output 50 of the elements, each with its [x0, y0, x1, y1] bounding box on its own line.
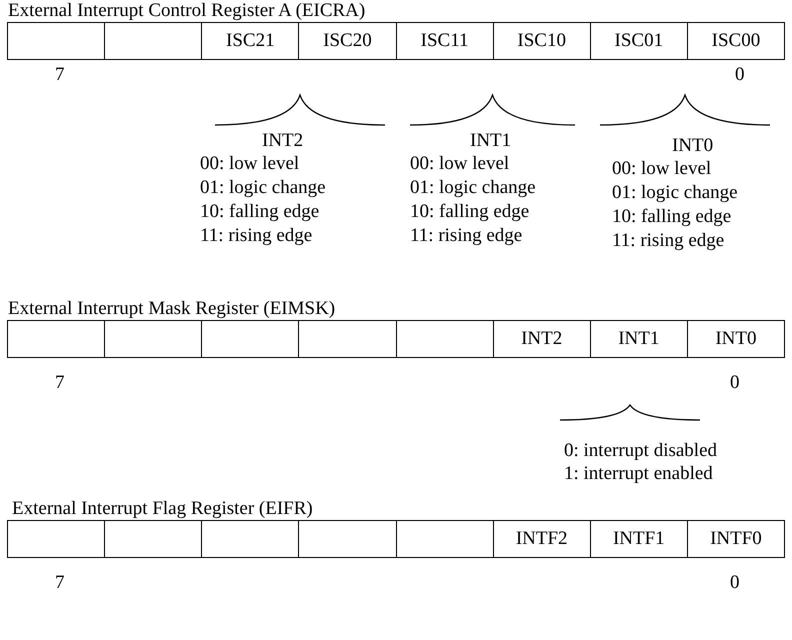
empty-bit-field [396, 520, 494, 558]
bit-number: 7 [55, 372, 64, 394]
bit-field: INT2 [492, 320, 591, 358]
field-heading: INT0 [672, 135, 714, 157]
bit-field: ISC10 [492, 22, 591, 60]
empty-bit-field [7, 22, 106, 60]
value-note: 00: low level [200, 153, 300, 175]
value-note: 10: falling edge [410, 201, 530, 223]
value-note: 01: logic change [200, 177, 326, 199]
register-title: External Interrupt Control Register A (EICRA) [8, 1, 366, 21]
bit-field: INT0 [686, 320, 785, 358]
bit-number: 7 [55, 64, 64, 86]
value-note: 00: low level [410, 153, 510, 175]
empty-bit-field [396, 320, 494, 358]
register-title: External Interrupt Mask Register (EIMSK) [8, 299, 336, 319]
value-note: 0: interrupt disabled [564, 440, 718, 462]
bit-field: INTF2 [492, 520, 591, 558]
bit-field: INTF0 [686, 520, 785, 558]
bit-number: 0 [730, 372, 740, 394]
bit-number: 7 [55, 572, 64, 594]
empty-bit-field [298, 520, 396, 558]
value-note: 1: interrupt enabled [564, 463, 713, 485]
empty-bit-field [201, 320, 300, 358]
empty-bit-field [104, 22, 202, 60]
value-note: 11: rising edge [612, 230, 724, 252]
bit-field: INTF1 [590, 520, 688, 558]
field-heading: INT1 [470, 130, 512, 152]
bit-field: INT1 [590, 320, 688, 358]
bit-field: ISC01 [590, 22, 688, 60]
bit-number: 0 [735, 64, 744, 86]
value-note: 01: logic change [612, 182, 738, 204]
bit-field: ISC21 [201, 22, 300, 60]
bit-field: ISC20 [298, 22, 396, 60]
value-note: 10: falling edge [612, 206, 732, 228]
empty-bit-field [104, 320, 202, 358]
value-note: 01: logic change [410, 177, 536, 199]
empty-bit-field [298, 320, 396, 358]
value-note: 00: low level [612, 158, 712, 180]
register-title: External Interrupt Flag Register (EIFR) [12, 499, 313, 519]
bit-field: ISC11 [396, 22, 494, 60]
empty-bit-field [201, 520, 300, 558]
empty-bit-field [7, 520, 106, 558]
empty-bit-field [104, 520, 202, 558]
field-heading: INT2 [262, 130, 304, 152]
bit-field: ISC00 [686, 22, 785, 60]
value-note: 10: falling edge [200, 201, 320, 223]
bit-number: 0 [730, 572, 740, 594]
value-note: 11: rising edge [410, 225, 522, 247]
empty-bit-field [7, 320, 106, 358]
value-note: 11: rising edge [200, 225, 312, 247]
